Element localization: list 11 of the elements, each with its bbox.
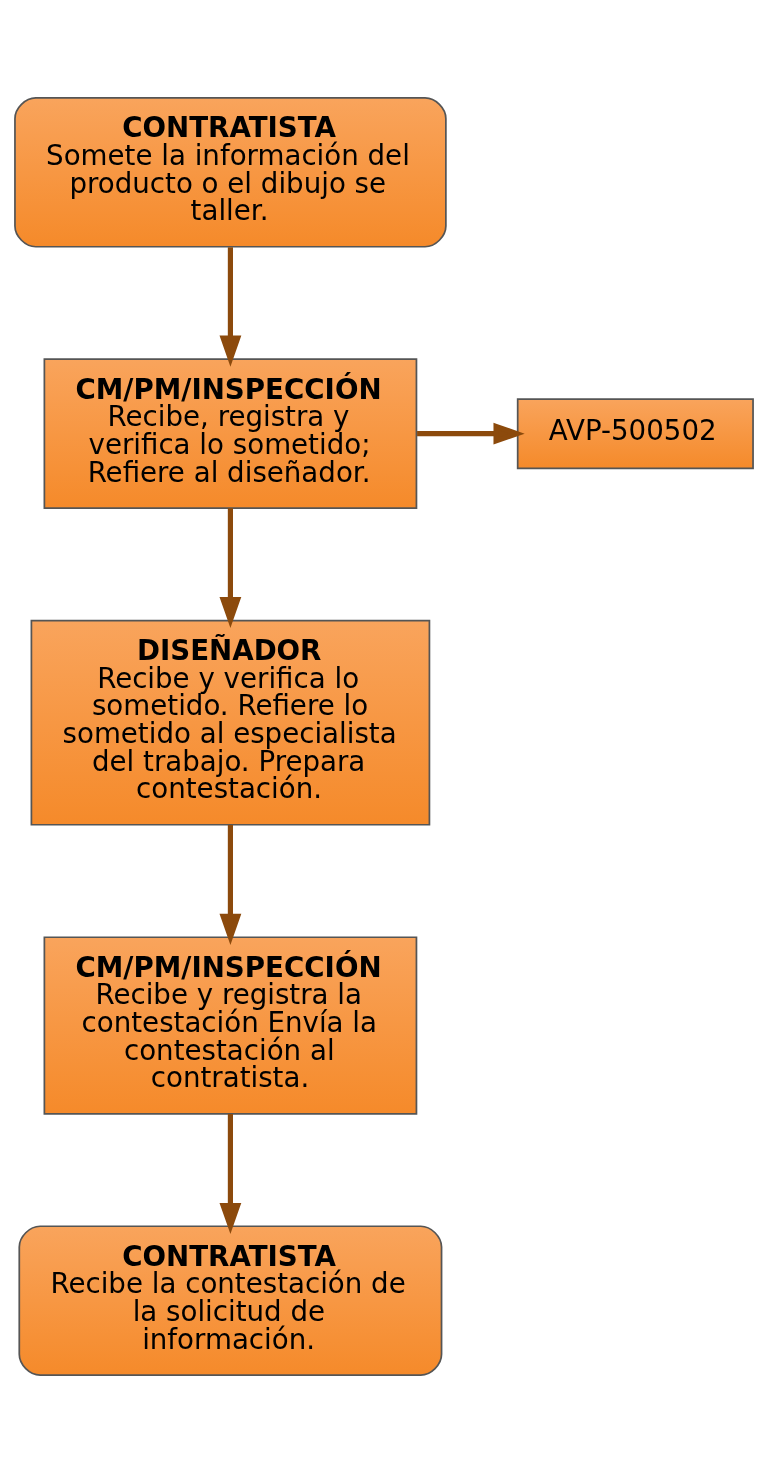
node-box: CM/PM/INSPECCIÓN Recibe, registra y verifica lo sometido; Refiere al diseñador. [43, 358, 418, 509]
node-box: CONTRATISTA Recibe la contestación de la solicitud de información. [18, 1225, 443, 1376]
node-box: AVP-500502 [516, 398, 754, 470]
arrow [219, 247, 242, 367]
node-box: CONTRATISTA Somete la información del producto o el dibujo se taller. [14, 97, 447, 248]
arrow [417, 422, 525, 445]
node-box: DISEÑADOR Recibe y verifica lo sometido. Refiere lo sometido al especialista del trabajo. Prepara contestación. [30, 619, 431, 826]
node-box: CM/PM/INSPECCIÓN Recibe y registra la contestación Envía la contestación al contratista. [43, 936, 418, 1115]
arrow [219, 508, 242, 629]
arrow [219, 824, 242, 945]
arrow [219, 1113, 242, 1235]
